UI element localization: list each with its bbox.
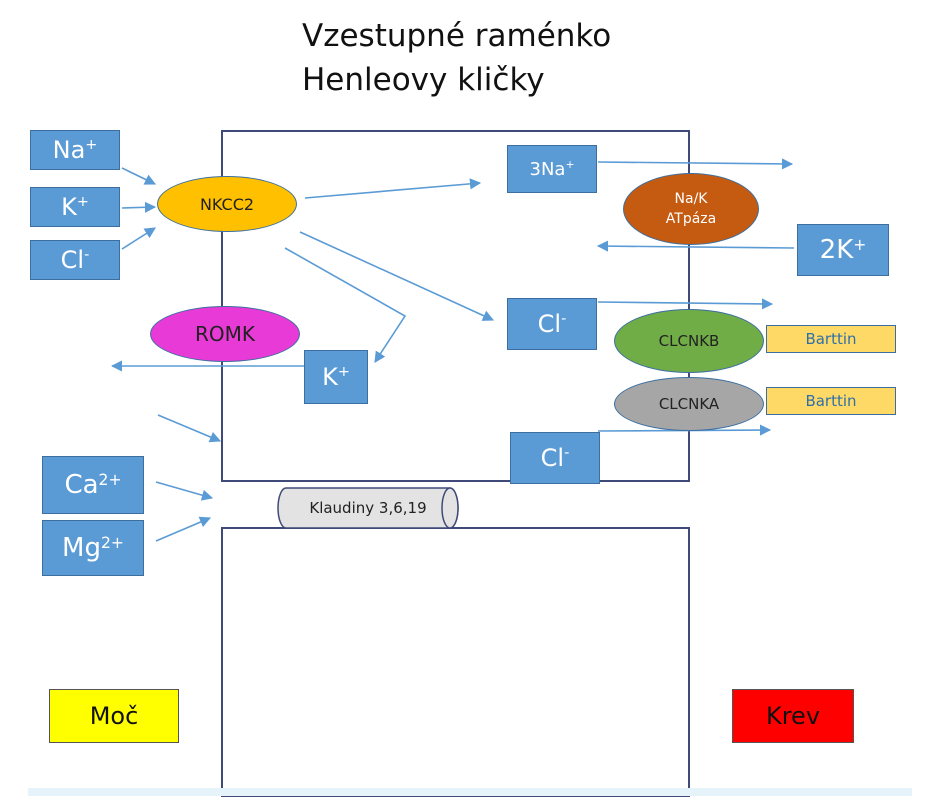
arrow-mg-in — [155, 516, 212, 542]
blood-label: Krev — [765, 702, 821, 730]
na-label: Na — [52, 136, 86, 164]
nak-atpase-label-1: Na/K — [674, 191, 708, 207]
mg-label: Mg — [62, 533, 101, 563]
two-k-box: 2K+ — [797, 224, 889, 276]
cl-label: Cl — [60, 246, 85, 274]
clcnkb-channel: CLCNKB — [614, 309, 764, 373]
arrow-2k-in — [596, 240, 795, 252]
two-k-label: 2K — [819, 235, 854, 265]
title-line-1: Vzestupné raménko — [302, 18, 612, 54]
arrow-3na-out — [597, 158, 794, 170]
bottom-band — [28, 788, 912, 796]
cl-lower-box: Cl- — [510, 432, 600, 484]
cl-lower-label: Cl — [540, 444, 565, 472]
clcnka-channel: CLCNKA — [614, 377, 764, 431]
arrow-na-in — [121, 167, 157, 185]
lower-cell — [221, 527, 690, 797]
k-label: K — [61, 193, 77, 221]
clcnkb-label: CLCNKB — [658, 332, 720, 350]
cl-ion-box: Cl- — [30, 240, 120, 280]
na-ion-box: Na+ — [30, 130, 120, 170]
barttin-box-2: Barttin — [766, 387, 896, 415]
nkcc2-transporter: NKCC2 — [157, 176, 297, 232]
cl-upper-label: Cl — [537, 310, 562, 338]
three-na-box: 3Na+ — [507, 145, 597, 193]
k-romk-box: K+ — [304, 350, 368, 404]
cl-upper-box: Cl- — [507, 298, 597, 350]
clcnka-label: CLCNKA — [658, 395, 720, 413]
claudin-channel — [277, 487, 459, 529]
arrow-nkcc2-k — [284, 247, 407, 363]
title-line-2: Henleovy kličky — [302, 62, 545, 98]
k-ion-box: K+ — [30, 187, 120, 227]
barttin-label-2: Barttin — [805, 392, 857, 410]
arrow-lumen — [157, 414, 222, 443]
nak-atpase-label-2: ATpáza — [665, 211, 717, 227]
barttin-label-1: Barttin — [805, 330, 857, 348]
barttin-box-1: Barttin — [766, 325, 896, 353]
nak-atpase: Na/K ATpáza — [623, 173, 759, 245]
arrow-nkcc2-na — [304, 178, 482, 199]
romk-channel: ROMK — [150, 306, 300, 362]
urine-legend: Moč — [49, 689, 179, 743]
ca-label: Ca — [64, 470, 99, 500]
arrow-cl-in — [121, 227, 156, 250]
claudins-label: Klaudiny 3,6,19 — [309, 499, 427, 517]
arrow-k-in — [121, 201, 157, 213]
arrow-nkcc2-cl — [299, 231, 495, 321]
k-romk-label: K — [322, 363, 338, 391]
romk-label: ROMK — [194, 322, 255, 346]
arrow-ca-in — [155, 481, 214, 501]
nkcc2-label: NKCC2 — [199, 194, 255, 214]
three-na-label: 3Na — [529, 158, 566, 180]
urine-label: Moč — [89, 702, 139, 730]
blood-legend: Krev — [732, 689, 854, 743]
arrow-cl-out-upper — [597, 298, 774, 310]
